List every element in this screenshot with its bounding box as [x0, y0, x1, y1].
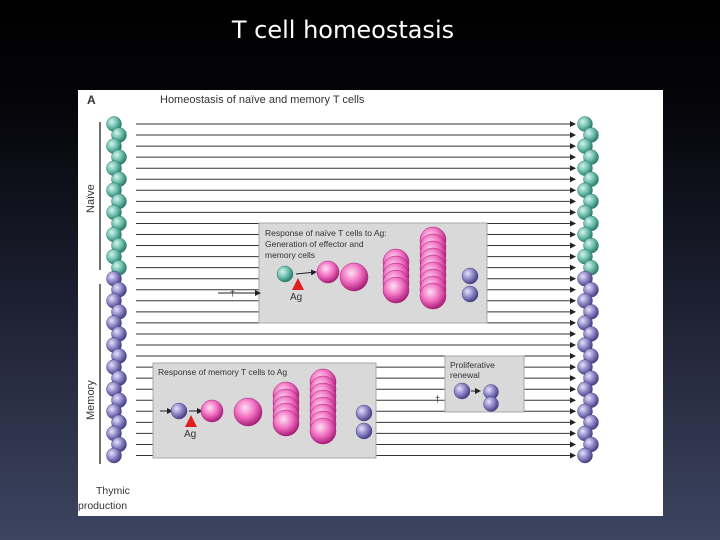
renewal-daughter-cell — [483, 396, 499, 412]
new-memory-cell — [355, 404, 373, 422]
memory-cell — [106, 447, 122, 464]
antigen-triangle — [292, 278, 304, 290]
memory-axis-label: Memory — [85, 380, 97, 420]
memory-effector-stack — [309, 368, 337, 445]
naive-box-line3: memory cells — [265, 250, 315, 260]
memory-clonal-expansion — [272, 381, 300, 437]
memory-antigen-triangle — [185, 415, 197, 427]
naive-axis-label: Naïve — [85, 184, 97, 213]
naive-box-line2: Generation of effector and — [265, 239, 364, 249]
renewal-line2: renewal — [450, 370, 480, 380]
memory-ag-label: Ag — [184, 429, 196, 440]
memory-box-title: Response of memory T cells to Ag — [158, 367, 287, 377]
clonal-cell — [272, 409, 300, 437]
new-memory-cell — [461, 285, 479, 303]
naive-cell — [276, 265, 294, 283]
memory-cell — [577, 447, 593, 464]
figure-heading: Homeostasis of naïve and memory T cells — [160, 94, 365, 106]
figure-drawing: A Homeostasis of naïve and memory T cell… — [78, 93, 599, 512]
right-cell-column — [577, 116, 599, 464]
slide-title: T cell homeostasis — [231, 16, 455, 44]
clonal-cell — [382, 276, 410, 304]
renewal-death-mark: † — [435, 394, 440, 404]
renewal-line1: Proliferative — [450, 360, 495, 370]
memory-response-box: Response of memory T cells to Ag Ag — [152, 362, 377, 459]
renewal-parent-cell — [453, 382, 471, 400]
blast-cell — [339, 262, 369, 292]
death-mark: † — [230, 288, 235, 298]
activated-memory-cell — [200, 399, 224, 423]
new-memory-cell — [461, 267, 479, 285]
thymic-label-line2: production — [78, 500, 127, 512]
homeostasis-figure: A Homeostasis of naïve and memory T cell… — [78, 90, 663, 516]
new-memory-cell — [355, 422, 373, 440]
activated-cell — [316, 260, 340, 284]
naive-clonal-expansion — [382, 248, 410, 304]
memory-blast-cell — [233, 397, 263, 427]
left-cell-column — [106, 116, 127, 464]
naive-effector-stack — [419, 226, 447, 310]
naive-response-box: Response of naïve T cells to Ag: Generat… — [218, 222, 488, 324]
thymic-label-line1: Thymic — [96, 485, 130, 497]
effector-cell — [309, 417, 337, 445]
proliferative-renewal-box: Proliferative renewal † — [435, 355, 525, 413]
memory-cell — [170, 402, 188, 420]
panel-letter: A — [87, 93, 96, 107]
naive-ag-label: Ag — [290, 292, 302, 303]
naive-box-line1: Response of naïve T cells to Ag: — [265, 228, 387, 238]
effector-cell — [419, 282, 447, 310]
